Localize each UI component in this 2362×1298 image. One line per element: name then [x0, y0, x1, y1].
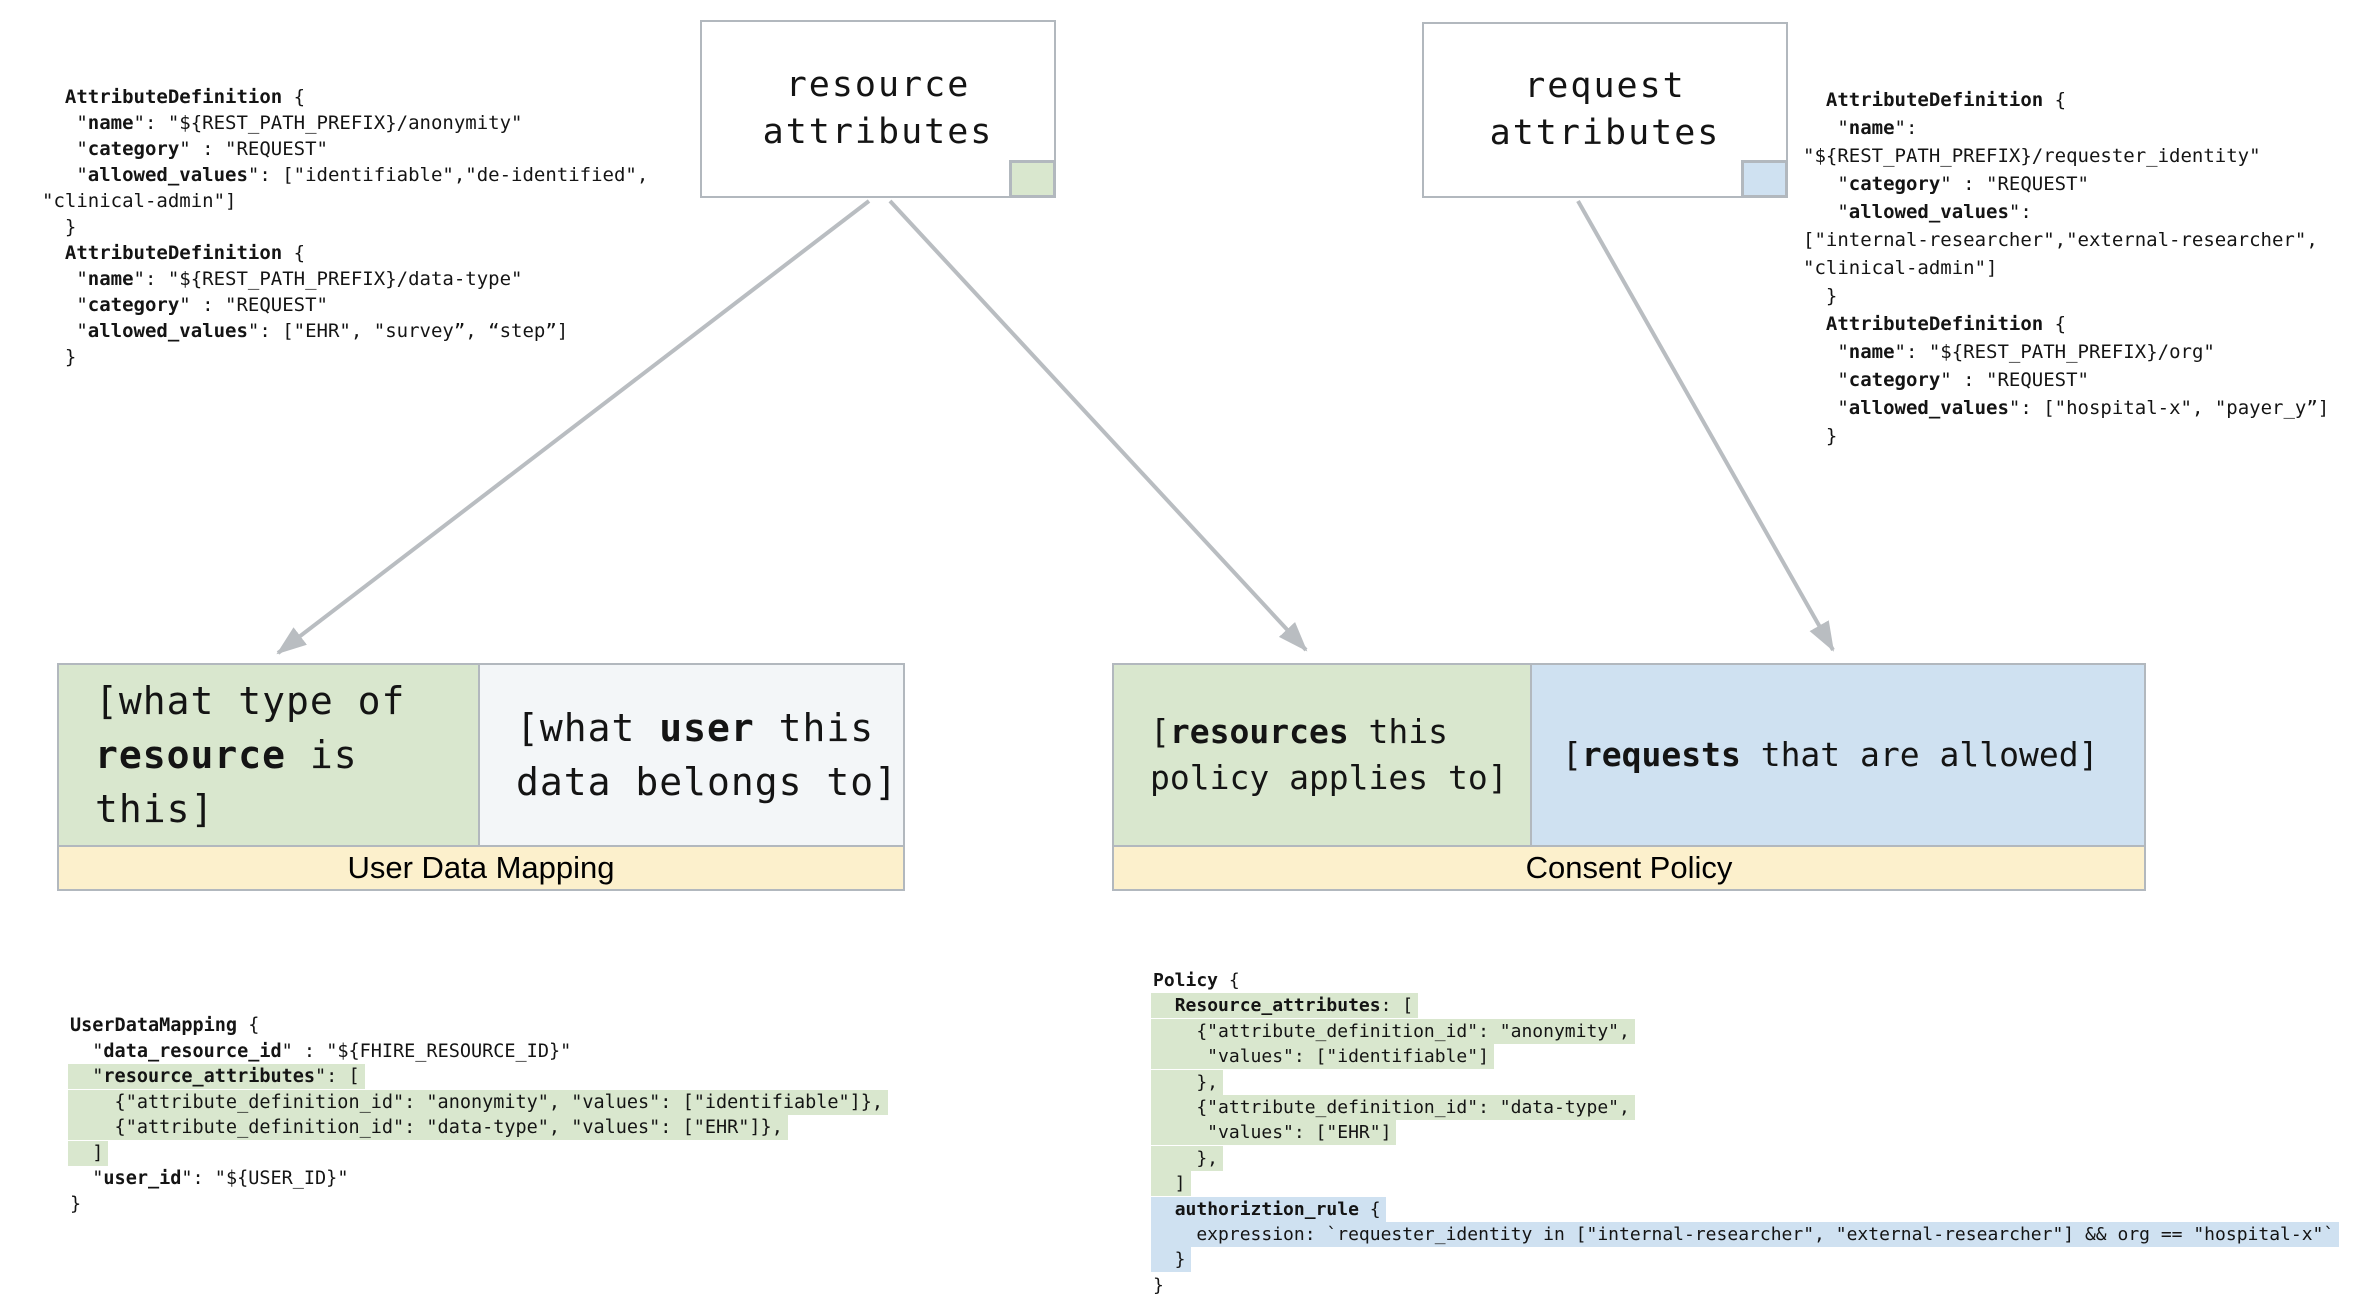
arrow-resource-to-consent-policy: [888, 199, 1308, 652]
resource-attributes-green-swatch: [1009, 160, 1056, 198]
request-attribute-definitions-code: AttributeDefinition { "name":"${REST_PAT…: [1803, 89, 2330, 447]
arrow-request-to-consent-policy: [1576, 200, 1835, 652]
resource-attribute-definitions-code: AttributeDefinition { "name": "${REST_PA…: [42, 86, 649, 368]
cp-requests-text: [requests that are allowed]: [1562, 735, 2099, 774]
request-attributes-blue-swatch: [1741, 160, 1788, 198]
cp-requests-cell: [requests that are allowed]: [1532, 665, 2144, 845]
consent-policy-banner: Consent Policy: [1114, 845, 2144, 889]
user-data-mapping-code: UserDataMapping { "data_resource_id" : "…: [68, 1013, 889, 1217]
policy-code: Policy { Resource_attributes: [ {"attrib…: [1151, 968, 2340, 1298]
user-data-mapping-banner: User Data Mapping: [59, 845, 903, 889]
